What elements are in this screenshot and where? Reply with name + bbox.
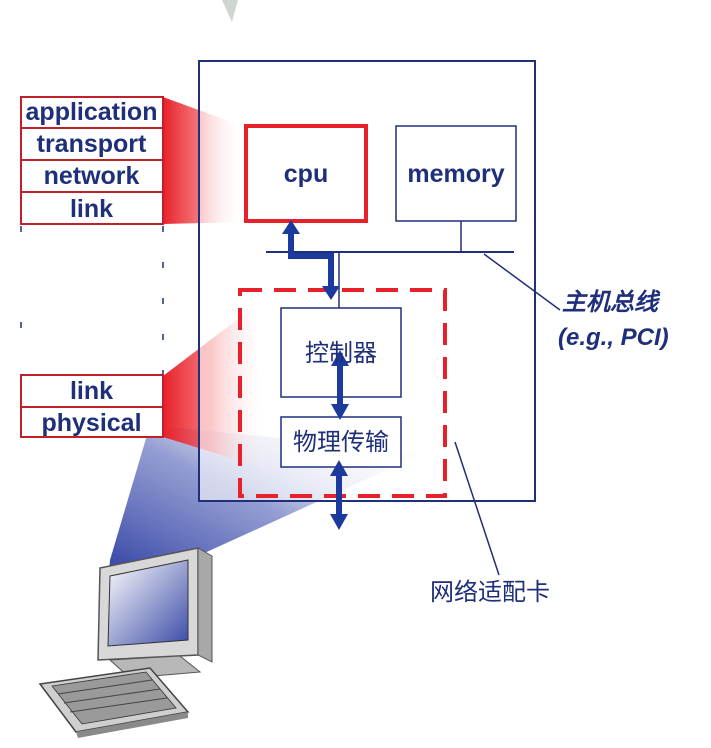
controller-phy-arrowhead-up — [331, 350, 349, 366]
controller-phy-arrowhead-down — [331, 404, 349, 420]
memory-box — [395, 125, 517, 222]
phy-label: 物理传输 — [293, 428, 389, 456]
cpu-controller-arrow-shaft — [288, 232, 334, 288]
stack-layer-physical: physical — [41, 409, 142, 437]
cpu-controller-arrowhead-down — [322, 286, 340, 300]
stack-layer-transport: transport — [36, 130, 147, 158]
phy-out-arrowhead-up — [330, 460, 348, 476]
stack-layer-link-lower: link — [69, 377, 114, 405]
adapter-caption: 网络适配卡 — [430, 578, 550, 606]
protocol-stack-lower — [20, 374, 164, 438]
bus-label-en: (e.g., PCI) — [558, 324, 669, 351]
memory-label: memory — [407, 160, 505, 188]
stack-layer-application: application — [25, 98, 158, 126]
bus-label-cn: 主机总线 — [562, 289, 658, 316]
adapter-leader-line — [454, 441, 500, 576]
stack-layer-network: network — [43, 162, 140, 190]
adapter-dashed-boundary — [238, 288, 447, 498]
computer-illustration — [38, 547, 213, 738]
controller-label: 控制器 — [305, 339, 377, 367]
cpu-box — [244, 124, 368, 223]
stack-layer-link-upper: link — [69, 195, 114, 223]
phy-box — [280, 416, 402, 468]
cpu-label: cpu — [283, 160, 329, 188]
phy-out-arrowhead-down — [330, 514, 348, 530]
top-decoration — [222, 0, 238, 22]
bus-leader-line — [483, 253, 561, 311]
protocol-stack-upper — [20, 96, 164, 225]
cpu-controller-arrowhead-up — [282, 220, 300, 234]
